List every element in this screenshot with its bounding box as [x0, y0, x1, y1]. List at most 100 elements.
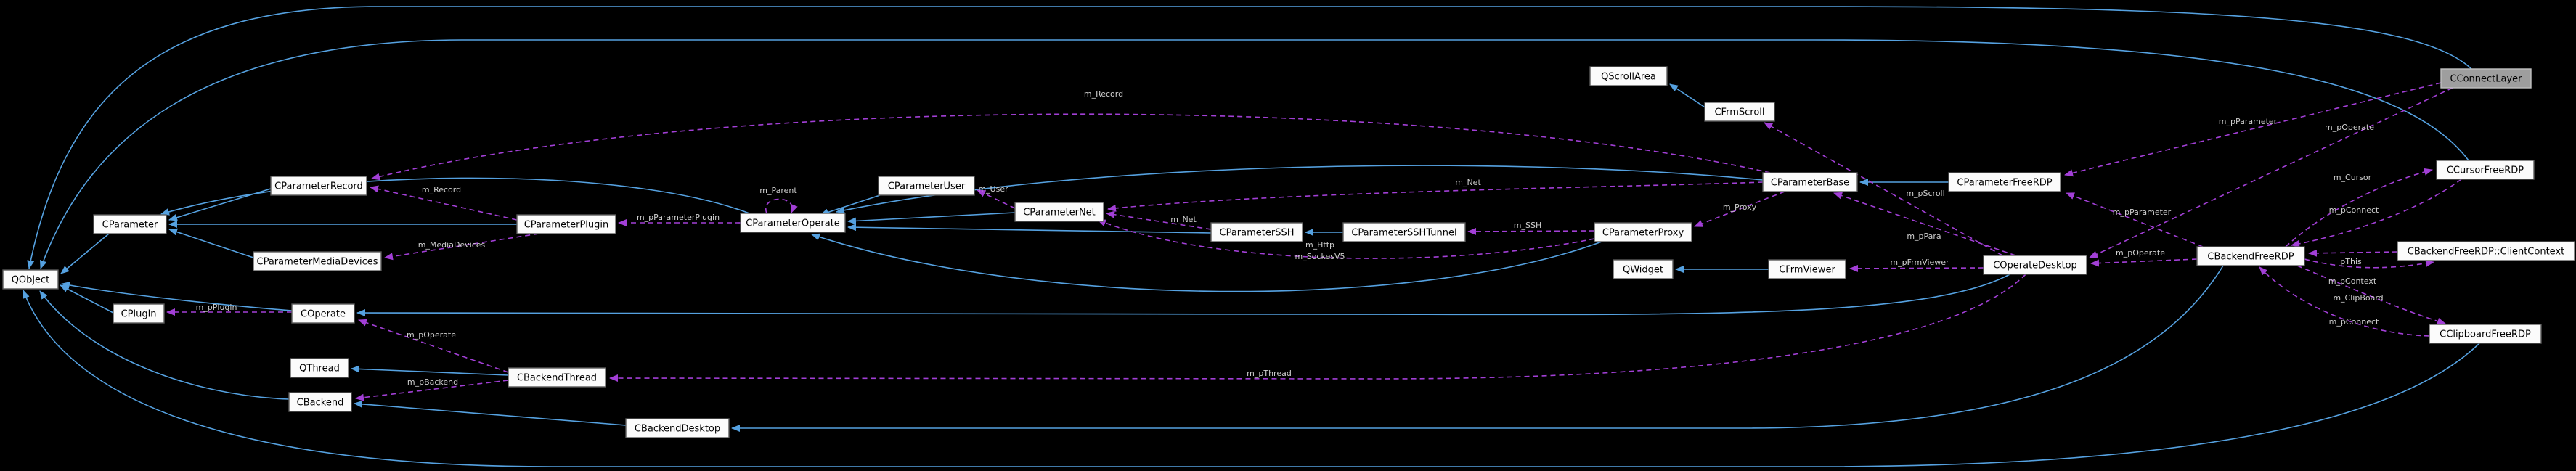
edge-label-m_pParameterPlugin: m_pParameterPlugin — [637, 213, 720, 222]
node-CBackend[interactable]: CBackend — [288, 392, 352, 412]
edge-usage-COperateDesktop-to-CFrmScroll — [1764, 122, 2003, 256]
edge-inherit-CParameterUser-to-CParameterOperate — [820, 194, 881, 216]
edge-label-m_Parent: m_Parent — [759, 186, 797, 195]
node-box-CParameterUser[interactable] — [878, 176, 975, 196]
node-box-QWidget[interactable] — [1613, 259, 1674, 279]
node-label-CBackendFreeRDP: CBackendFreeRDP — [2207, 252, 2294, 263]
edge-inherit-CParameterMediaDevices-to-CParameter — [168, 228, 254, 258]
node-box-COperate[interactable] — [291, 303, 355, 324]
node-box-CBackendFreeRDP[interactable] — [2196, 246, 2305, 266]
node-label-CClipboardFreeRDP: CClipboardFreeRDP — [2440, 329, 2531, 340]
node-CBackendDesktop[interactable]: CBackendDesktop — [625, 418, 730, 438]
edge-label-m_Net: m_Net — [1455, 178, 1481, 187]
node-CParameterSSH[interactable]: CParameterSSH — [1210, 222, 1303, 242]
node-CParameterOperate[interactable]: CParameterOperate — [740, 213, 846, 233]
edge-inherit-COperateDesktop-to-COperate — [356, 274, 2010, 317]
edge-usage-CParameterPlugin-to-CParameterRecord — [370, 185, 518, 221]
node-QWidget[interactable]: QWidget — [1613, 259, 1674, 279]
node-CConnectLayer[interactable]: CConnectLayer — [2440, 68, 2532, 89]
node-box-CBackendThread[interactable] — [508, 367, 606, 388]
node-box-COperateDesktop[interactable] — [1983, 255, 2087, 275]
edge-label-m_pThread: m_pThread — [1247, 369, 1292, 378]
node-QThread[interactable]: QThread — [290, 358, 349, 378]
node-box-CParameterProxy[interactable] — [1594, 222, 1692, 242]
edge-usage-CBackendFreeRDP-to-CClipboardFreeRDP — [2296, 265, 2446, 325]
node-CParameterSSHTunnel[interactable]: CParameterSSHTunnel — [1342, 222, 1466, 242]
node-CParameterMediaDevices[interactable]: CParameterMediaDevices — [253, 251, 382, 271]
node-box-QScrollArea[interactable] — [1589, 66, 1668, 86]
edge-inherit-CPlugin-to-QObject — [60, 284, 114, 314]
edge-usage-CClipboardFreeRDP-to-CBackendFreeRDP — [2259, 266, 2430, 337]
edge-label-m_pParameter: m_pParameter — [2113, 208, 2172, 217]
node-box-QThread[interactable] — [290, 358, 349, 378]
edge-usage-CParameterBase-to-CParameterRecord — [371, 113, 1771, 181]
node-label-CFrmViewer: CFrmViewer — [1779, 265, 1835, 276]
node-box-CParameterOperate[interactable] — [740, 213, 846, 233]
node-box-CParameterPlugin[interactable] — [516, 214, 616, 234]
node-CParameterRecord[interactable]: CParameterRecord — [270, 176, 367, 196]
node-COperate[interactable]: COperate — [291, 303, 355, 324]
node-box-CParameter[interactable] — [93, 214, 167, 234]
node-CFrmViewer[interactable]: CFrmViewer — [1768, 259, 1846, 279]
node-CParameterProxy[interactable]: CParameterProxy — [1594, 222, 1692, 242]
edge-inherit-CBackendFreeRDP-to-CBackendDesktop — [731, 265, 2224, 432]
node-CParameterFreeRDP[interactable]: CParameterFreeRDP — [1948, 172, 2061, 192]
edge-label-m_SockesV5: m_SockesV5 — [1295, 252, 1345, 261]
node-CPlugin[interactable]: CPlugin — [113, 303, 165, 324]
node-box-CFrmViewer[interactable] — [1768, 259, 1846, 279]
node-label-CBackendDesktop: CBackendDesktop — [635, 424, 720, 435]
node-ClientContext[interactable]: CBackendFreeRDP::ClientContext — [2397, 241, 2575, 261]
edge-inherit-CParameterOperate-to-CParameter — [160, 177, 750, 216]
node-CParameterNet[interactable]: CParameterNet — [1014, 202, 1104, 222]
node-box-CBackendDesktop[interactable] — [625, 418, 730, 438]
node-label-CPlugin: CPlugin — [121, 309, 157, 320]
edge-label-m_MediaDevices: m_MediaDevices — [418, 240, 486, 250]
node-CBackendThread[interactable]: CBackendThread — [508, 367, 606, 388]
node-box-CClipboardFreeRDP[interactable] — [2429, 324, 2542, 344]
node-CParameterUser[interactable]: CParameterUser — [878, 176, 975, 196]
node-label-QWidget: QWidget — [1623, 265, 1663, 276]
node-box-QObject[interactable] — [2, 269, 59, 290]
node-box-ClientContext[interactable] — [2397, 241, 2575, 261]
node-label-CParameterRecord: CParameterRecord — [274, 181, 363, 192]
node-box-CParameterFreeRDP[interactable] — [1948, 172, 2061, 192]
edge-label-pThis: pThis — [2340, 257, 2362, 266]
node-box-CParameterNet[interactable] — [1014, 202, 1104, 222]
node-box-CConnectLayer[interactable] — [2440, 68, 2532, 89]
node-CFrmScroll[interactable]: CFrmScroll — [1704, 102, 1775, 122]
edge-label-m_pScroll: m_pScroll — [1906, 189, 1944, 198]
node-label-CParameterNet: CParameterNet — [1023, 208, 1096, 218]
node-COperateDesktop[interactable]: COperateDesktop — [1983, 255, 2087, 275]
node-CParameter[interactable]: CParameter — [93, 214, 167, 234]
edge-label-m_pFrmViewer: m_pFrmViewer — [1890, 258, 1949, 267]
node-QScrollArea[interactable]: QScrollArea — [1589, 66, 1668, 86]
node-box-CPlugin[interactable] — [113, 303, 165, 324]
edge-usage-CParameterOperate-to-CParameterOperate — [765, 198, 798, 214]
node-box-CParameterBase[interactable] — [1762, 172, 1858, 192]
edge-inherit-CBackendDesktop-to-CBackend — [354, 400, 627, 426]
node-label-COperateDesktop: COperateDesktop — [1993, 261, 2077, 271]
edge-label-m_pConnect: m_pConnect — [2329, 205, 2379, 215]
node-box-CCursorFreeRDP[interactable] — [2436, 160, 2535, 180]
node-CClipboardFreeRDP[interactable]: CClipboardFreeRDP — [2429, 324, 2542, 344]
edge-label-m_pConnect: m_pConnect — [2329, 317, 2379, 327]
node-box-CBackend[interactable] — [288, 392, 352, 412]
node-box-CParameterMediaDevices[interactable] — [253, 251, 382, 271]
node-box-CFrmScroll[interactable] — [1704, 102, 1775, 122]
node-CParameterPlugin[interactable]: CParameterPlugin — [516, 214, 616, 234]
node-label-CParameterPlugin: CParameterPlugin — [524, 220, 609, 231]
node-CBackendFreeRDP[interactable]: CBackendFreeRDP — [2196, 246, 2305, 266]
edge-inherit-COperate-to-QObject — [61, 282, 293, 311]
node-box-CParameterSSH[interactable] — [1210, 222, 1303, 242]
edge-inherit-CParameterProxy-to-CParameterOperate — [811, 233, 1602, 292]
node-CCursorFreeRDP[interactable]: CCursorFreeRDP — [2436, 160, 2535, 180]
node-CParameterBase[interactable]: CParameterBase — [1762, 172, 1858, 192]
edge-label-m_Cursor: m_Cursor — [2334, 173, 2372, 182]
edge-label-m_pBackend: m_pBackend — [407, 377, 458, 387]
edge-usage-COperateDesktop-to-CFrmViewer — [1849, 264, 1984, 272]
node-box-CParameterRecord[interactable] — [270, 176, 367, 196]
node-QObject[interactable]: QObject — [2, 269, 59, 290]
node-box-CParameterSSHTunnel[interactable] — [1342, 222, 1466, 242]
